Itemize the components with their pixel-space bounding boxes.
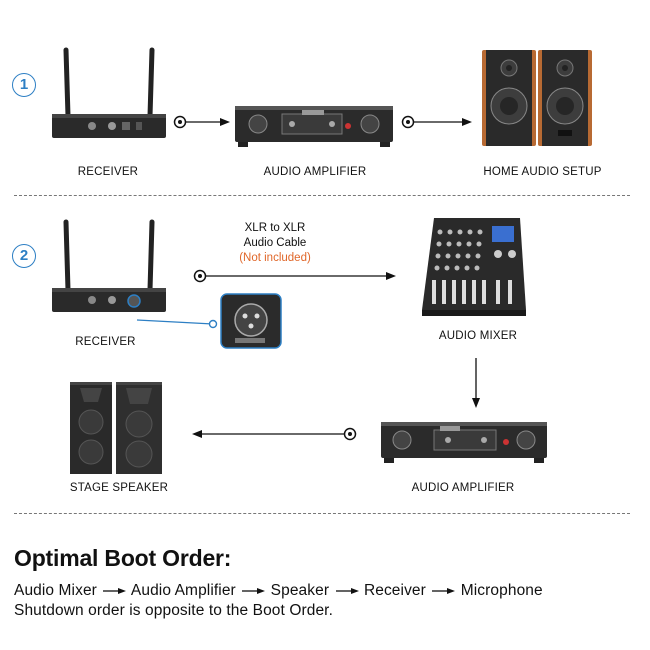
wireless-receiver-image (52, 219, 166, 312)
step-2-badge: 2 (12, 244, 36, 268)
receiver-label: RECEIVER (75, 336, 136, 348)
boot-step-receiver: Receiver (363, 582, 426, 599)
arrow-right-icon (432, 587, 456, 594)
signal-arrow (193, 269, 396, 283)
section-divider (14, 195, 630, 196)
shutdown-note: Shutdown order is opposite to the Boot O… (14, 602, 333, 619)
signal-arrow (192, 427, 357, 441)
arrow-right-icon (103, 587, 127, 594)
amplifier-label: AUDIO AMPLIFIER (411, 482, 515, 494)
receiver-label: RECEIVER (77, 166, 139, 178)
wireless-receiver-image (52, 47, 166, 138)
amplifier-label: AUDIO AMPLIFIER (263, 166, 367, 178)
boot-step-microphone: Microphone (460, 582, 543, 599)
audio-amplifier-image (381, 422, 547, 463)
cable-description: XLR to XLR Audio Cable (Not included) (215, 221, 335, 266)
stage-speakers-image (70, 382, 162, 474)
mixer-label: AUDIO MIXER (438, 330, 518, 342)
audio-amplifier-image (235, 106, 393, 147)
boot-order-title: Optimal Boot Order: (14, 545, 232, 571)
signal-arrow (173, 115, 230, 129)
audio-mixer-image (422, 218, 526, 316)
home-audio-label: HOME AUDIO SETUP (483, 166, 602, 178)
arrow-right-icon (242, 587, 266, 594)
step-1-badge: 1 (12, 73, 36, 97)
signal-arrow (401, 115, 472, 129)
cable-note: (Not included) (239, 252, 311, 264)
xlr-port-callout (136, 293, 282, 349)
arrow-right-icon (335, 587, 359, 594)
section-divider (14, 513, 630, 514)
boot-step-speaker: Speaker (270, 582, 330, 599)
cable-line-1: XLR to XLR (244, 222, 306, 234)
boot-sequence: Audio Mixer Audio Amplifier Speaker Rece… (14, 582, 543, 600)
cable-line-2: Audio Cable (243, 237, 307, 249)
bookshelf-speakers-image (482, 50, 592, 146)
boot-step-amplifier: Audio Amplifier (130, 582, 236, 599)
signal-arrow-down (472, 358, 480, 408)
stage-speaker-label: STAGE SPEAKER (69, 482, 169, 494)
boot-step-mixer: Audio Mixer (14, 582, 97, 599)
